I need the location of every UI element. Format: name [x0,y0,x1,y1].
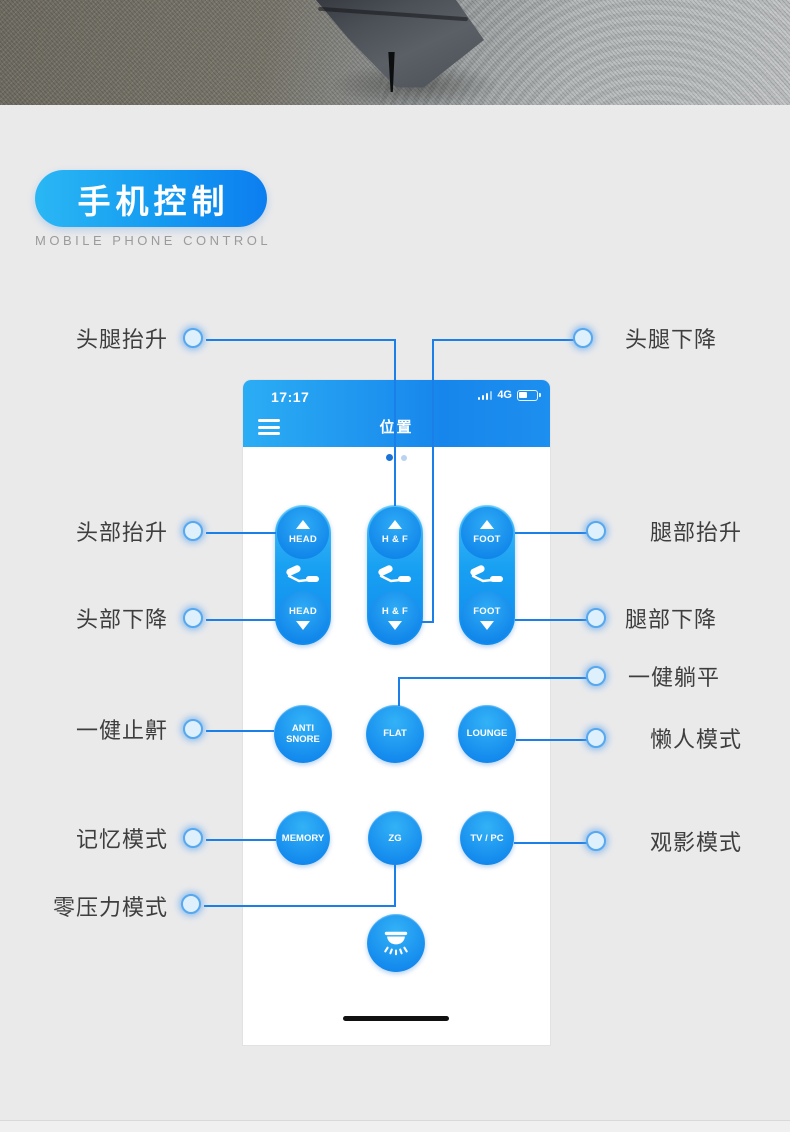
app-header: 17:17 4G 位置 [243,380,550,447]
callout-label-head-lower: 头部下降 [75,607,168,632]
nav-title: 位置 [379,419,414,436]
section-title: 手机控制 [77,182,230,220]
section-banner: 手机控制 [35,170,267,227]
callout-dot [181,894,201,914]
arrow-down-icon [296,621,310,630]
pill-label-up: FOOT [473,534,501,545]
status-time: 17:17 [271,389,310,405]
callout-dot [586,666,606,686]
foot-up-button[interactable] [461,507,513,559]
callout-label-lazy-mode: 懒人模式 [650,727,743,752]
callout-line [516,739,588,741]
flat-button[interactable]: FLAT [366,705,424,763]
light-icon [384,931,408,956]
mode-label: LOUNGE [466,728,508,740]
callout-line [399,677,588,679]
network-badge: 4G [497,389,512,401]
foot-updown-button[interactable]: FOOT FOOT [459,505,515,645]
callout-dot [183,828,203,848]
callout-line [421,621,433,623]
head-down-button[interactable] [277,591,329,643]
callout-label-movie-mode: 观影模式 [650,830,743,855]
head-up-button[interactable] [277,507,329,559]
mode-label: ZG [388,832,402,844]
battery-icon [517,389,541,401]
headfoot-up-button[interactable] [369,507,421,559]
nav-bar: 位置 [243,407,550,447]
callout-dot [183,608,203,628]
memory-button[interactable]: MEMORY [276,811,330,865]
callout-line [432,339,434,623]
callout-label-head-leg-raise: 头腿抬升 [75,327,168,352]
footer-band [0,1121,790,1132]
headfoot-updown-button[interactable]: H & F H & F [367,505,423,645]
callout-label-one-key-flat: 一健躺平 [628,665,721,690]
callout-label-memory-mode: 记忆模式 [75,827,168,852]
page-indicator [243,454,550,461]
mode-label: MEMORY [281,832,325,844]
hamburger-menu-icon[interactable] [258,419,280,439]
foot-down-button[interactable] [461,591,513,643]
signal-icon [477,390,493,400]
arrow-up-icon [388,520,402,529]
mode-label: ANTI SNORE [286,722,320,745]
callout-label-leg-raise: 腿部抬升 [650,520,743,545]
callout-label-zero-gravity: 零压力模式 [52,895,168,920]
callout-dot [183,328,203,348]
hero-photo-bed-corner [0,0,790,105]
callout-dot [586,521,606,541]
callout-line [206,619,276,621]
head-updown-button[interactable]: HEAD HEAD [275,505,331,645]
callout-dot [586,831,606,851]
callout-label-head-raise: 头部抬升 [75,520,168,545]
callout-dot [586,608,606,628]
callout-line [394,339,396,506]
pill-label-up: HEAD [288,534,318,545]
zg-button[interactable]: ZG [368,811,422,865]
callout-line [206,532,276,534]
callout-label-leg-lower: 腿部下降 [625,607,718,632]
callout-line [204,905,396,907]
callout-line [206,339,396,341]
home-indicator[interactable] [343,1016,449,1021]
recliner-icon [378,565,411,583]
callout-dot [183,521,203,541]
section-subtitle: MOBILE PHONE CONTROL [35,233,272,248]
page-dot-active [386,454,393,461]
callout-line [433,339,575,341]
bed-leg [388,52,395,92]
recliner-icon [286,565,319,583]
callout-label-anti-snore: 一健止鼾 [75,718,168,743]
status-bar: 17:17 4G [243,387,550,407]
pill-label-up: H & F [381,534,409,545]
headfoot-down-button[interactable] [369,591,421,643]
tv-pc-button[interactable]: TV / PC [460,811,514,865]
light-button[interactable] [367,914,425,972]
callout-label-head-leg-lower: 头腿下降 [625,327,718,352]
callout-line [394,865,396,907]
recliner-icon [470,565,503,583]
pill-label-down: H & F [381,606,409,617]
pill-label-down: FOOT [473,606,501,617]
callout-dot [183,719,203,739]
anti-snore-button[interactable]: ANTI SNORE [274,705,332,763]
mode-label: TV / PC [470,832,504,844]
page-dot-inactive [401,454,407,461]
lounge-button[interactable]: LOUNGE [458,705,516,763]
callout-line [515,532,588,534]
arrow-up-icon [480,520,494,529]
pill-label-down: HEAD [288,606,318,617]
callout-line [206,839,276,841]
callout-dot [586,728,606,748]
mode-label: FLAT [383,728,407,740]
callout-line [514,842,588,844]
callout-line [206,730,274,732]
footer-divider [0,1120,790,1121]
arrow-down-icon [388,621,402,630]
callout-dot [573,328,593,348]
arrow-down-icon [480,621,494,630]
callout-line [398,677,400,706]
callout-line [515,619,588,621]
arrow-up-icon [296,520,310,529]
